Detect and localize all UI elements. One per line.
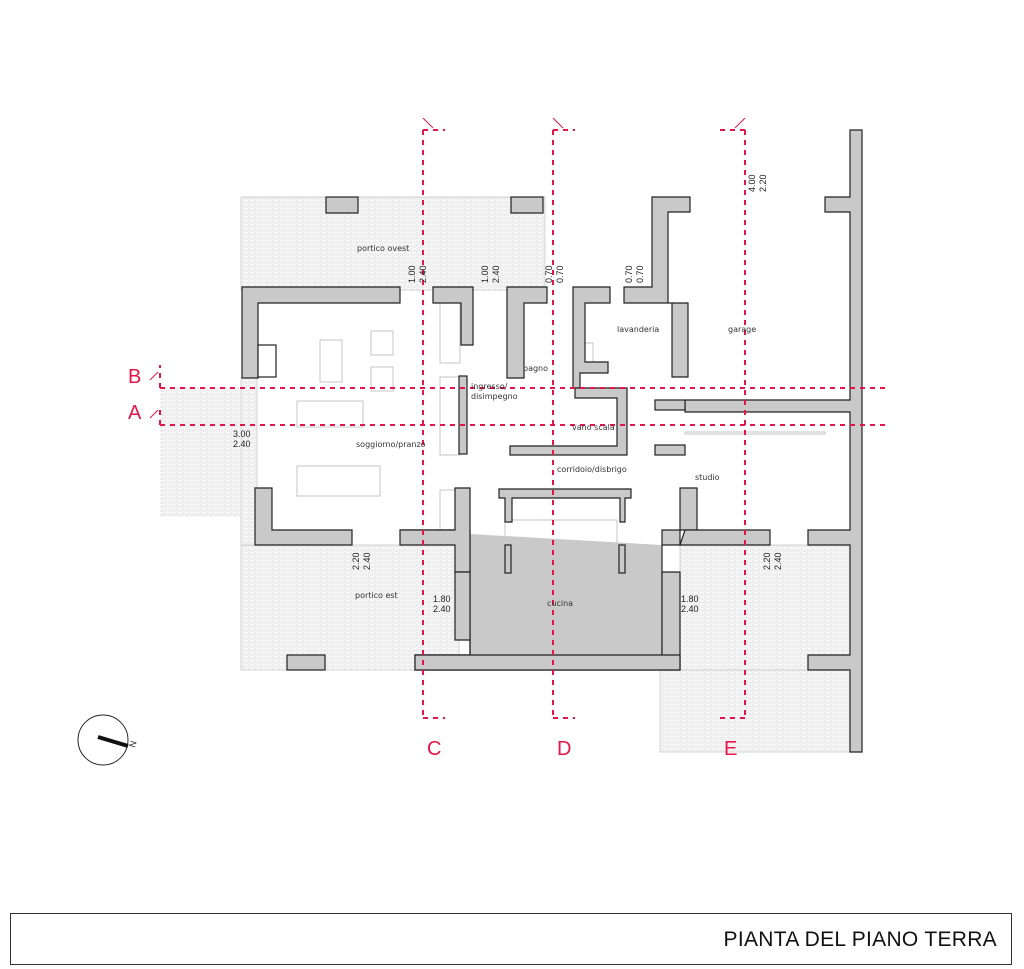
section-label-d: D <box>557 738 571 760</box>
room-portico-est: portico est <box>355 591 398 600</box>
room-bagno: bagno <box>523 364 548 373</box>
svg-text:3.00: 3.00 <box>233 429 251 439</box>
section-lines <box>149 117 885 719</box>
svg-text:1.00: 1.00 <box>480 265 490 283</box>
floor-plan: B A C D E portico ovest portico est sogg… <box>77 117 885 766</box>
svg-text:4.00: 4.00 <box>747 174 757 192</box>
svg-text:0.70: 0.70 <box>635 265 645 283</box>
portico-ovest-paving <box>240 196 546 291</box>
svg-text:0.70: 0.70 <box>555 265 565 283</box>
svg-text:2.40: 2.40 <box>681 604 699 614</box>
svg-text:2.20: 2.20 <box>758 174 768 192</box>
portico-est-paving <box>160 377 851 753</box>
drawing-title: PIANTA DEL PIANO TERRA <box>723 928 997 951</box>
svg-text:2.40: 2.40 <box>773 552 783 570</box>
north-compass-icon: N <box>77 714 139 766</box>
room-portico-ovest: portico ovest <box>357 244 409 253</box>
svg-text:2.40: 2.40 <box>433 604 451 614</box>
svg-text:2.40: 2.40 <box>233 439 251 449</box>
room-corridoio: corridoio/disbrigo <box>557 465 627 474</box>
walls <box>241 129 863 753</box>
svg-text:1.80: 1.80 <box>433 594 451 604</box>
room-disimpegno: disimpegno <box>471 392 518 401</box>
room-garage: garage <box>728 325 756 334</box>
room-cucina: cucina <box>547 599 573 608</box>
room-soggiorno: soggiorno/pranzo <box>356 440 426 449</box>
room-ingresso: ingresso/ <box>471 382 508 391</box>
svg-text:0.70: 0.70 <box>544 265 554 283</box>
section-label-b: B <box>128 366 141 388</box>
dimension-labels: 1.00 2.40 1.00 2.40 0.70 0.70 0.70 0.70 … <box>233 174 783 614</box>
section-label-a: A <box>128 402 142 424</box>
room-studio: studio <box>695 473 720 482</box>
svg-text:2.40: 2.40 <box>362 552 372 570</box>
svg-text:2.40: 2.40 <box>418 265 428 283</box>
room-lavanderia: lavanderia <box>617 325 659 334</box>
room-vano-scala: vano scala <box>572 423 615 432</box>
north-label: N <box>127 740 138 749</box>
svg-text:2.20: 2.20 <box>351 552 361 570</box>
title-block: PIANTA DEL PIANO TERRA <box>10 913 1012 965</box>
svg-text:1.80: 1.80 <box>681 594 699 604</box>
svg-text:1.00: 1.00 <box>407 265 417 283</box>
section-label-c: C <box>427 738 441 760</box>
svg-text:2.20: 2.20 <box>762 552 772 570</box>
section-label-e: E <box>724 738 737 760</box>
svg-text:0.70: 0.70 <box>624 265 634 283</box>
svg-text:2.40: 2.40 <box>491 265 501 283</box>
